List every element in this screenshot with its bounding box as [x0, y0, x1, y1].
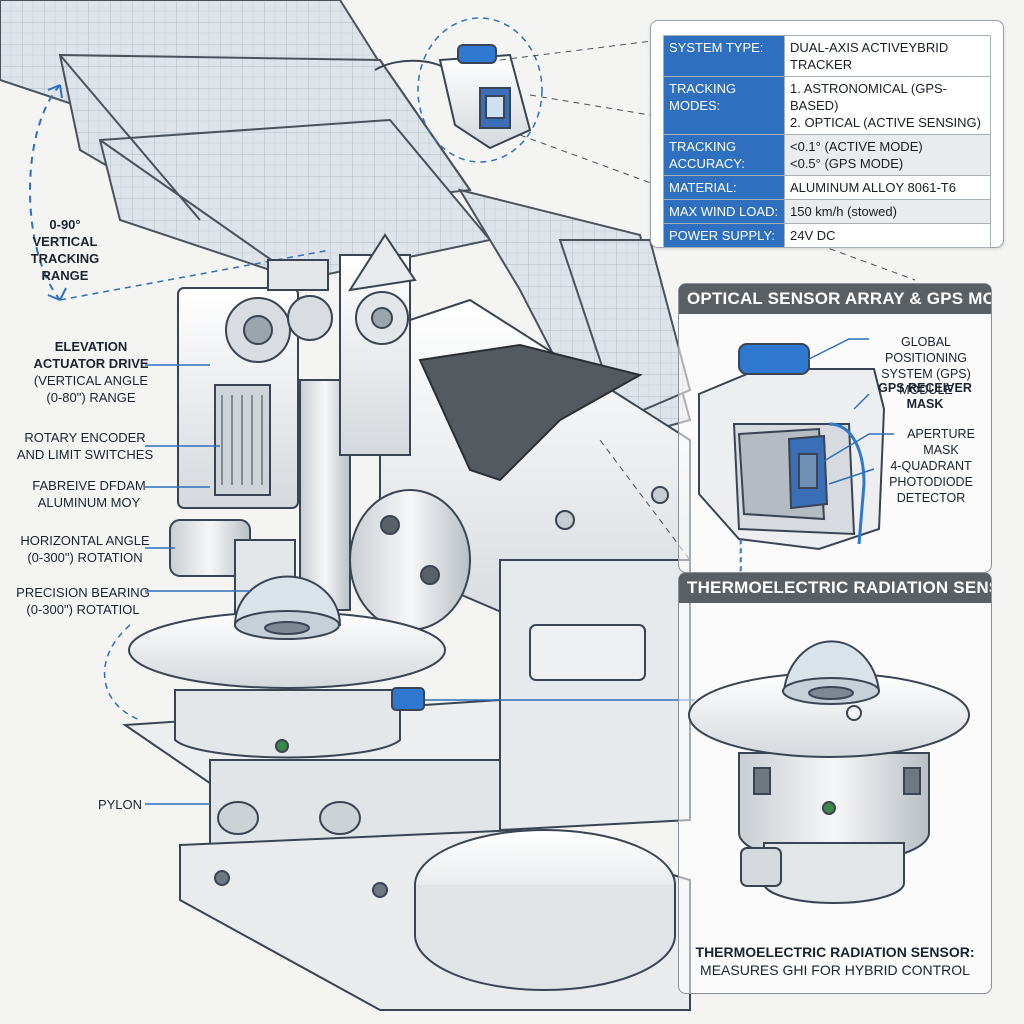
thermo-sensor-panel: THERMOELECTRIC RADIATION SENSOR THERMOEL… [678, 572, 992, 994]
gps-module-label: GLOBAL POSITIONING SYSTEM (GPS) MODULE [881, 335, 971, 397]
thermo-panel-title: THERMOELECTRIC RADIATION SENSOR [679, 573, 991, 603]
spec-row: TRACKING MODES: 1. ASTRONOMICAL (GPS-BAS… [663, 76, 991, 135]
spec-label: MAX WIND LOAD: [663, 199, 785, 224]
spec-value: 150 km/h (stowed) [784, 199, 991, 224]
gps-module-cutaway [698, 338, 894, 572]
aperture-mask-label: APERTURE MASK [907, 427, 975, 457]
rotary-encoder-label: ROTARY ENCODER AND LIMIT SWITCHES [16, 430, 154, 462]
spec-value: <0.1° (ACTIVE MODE)<0.5° (GPS MODE) [784, 134, 991, 176]
housing-material-label: FABREIVE DFDAM ALUMINUM MOY [32, 478, 146, 510]
pylon-label: PYLON [97, 797, 143, 812]
gps-unit-mounted [374, 44, 532, 150]
vertical-range-arc [29, 84, 61, 301]
spec-row: POWER SUPPLY: 24V DC [663, 223, 991, 248]
horizontal-angle-label: HORIZONTAL ANGLE (0-300") ROTATION [20, 533, 150, 565]
gps-receiver-mask-label: GPS RECEIVER MASK [878, 381, 972, 411]
vertical-range-label: 0-90° VERTICAL TRACKING RANGE [30, 217, 100, 283]
spec-row: MAX WIND LOAD: 150 km/h (stowed) [663, 199, 991, 224]
spec-value: 1. ASTRONOMICAL (GPS-BASED)2. OPTICAL (A… [784, 76, 991, 135]
tracker-body [349, 298, 691, 832]
radiation-sensor-detail [688, 640, 970, 904]
photodiode-detector-label: 4-QUADRANT PHOTODIODE DETECTOR [889, 459, 973, 505]
spec-label: TRACKING MODES: [663, 76, 785, 135]
optical-sensor-panel: OPTICAL SENSOR ARRAY & GPS MODULE GLOBAL… [678, 283, 992, 573]
spec-label: MATERIAL: [663, 175, 785, 200]
radiation-sensor-mounted [128, 575, 446, 759]
elevation-actuator [177, 233, 417, 611]
spec-label: SYSTEM TYPE: [663, 35, 785, 77]
spec-value: DUAL-AXIS ACTIVEYBRID TRACKER [784, 35, 991, 77]
spec-table-grid: SYSTEM TYPE: DUAL-AXIS ACTIVEYBRID TRACK… [663, 35, 991, 248]
spec-label: TRACKING ACCURACY: [663, 134, 785, 176]
elevation-actuator-label: ELEVATION ACTUATOR DRIVE (VERTICAL ANGLE… [33, 339, 149, 405]
spec-value: ALUMINUM ALLOY 8061-T6 [784, 175, 991, 200]
spec-value: 24V DC [784, 223, 991, 248]
spec-row: SYSTEM TYPE: DUAL-AXIS ACTIVEYBRID TRACK… [663, 35, 991, 77]
optical-panel-title: OPTICAL SENSOR ARRAY & GPS MODULE [679, 284, 991, 314]
spec-row: TRACKING ACCURACY: <0.1° (ACTIVE MODE)<0… [663, 134, 991, 176]
thermo-caption: THERMOELECTRIC RADIATION SENSOR: MEASURE… [695, 944, 975, 978]
spec-table: SYSTEM TYPE: DUAL-AXIS ACTIVEYBRID TRACK… [650, 20, 1004, 248]
solar-panel-array [0, 0, 692, 447]
spec-label: POWER SUPPLY: [663, 223, 785, 248]
precision-bearing-label: PRECISION BEARING (0-300") ROTATIOL [16, 585, 150, 617]
spec-row: MATERIAL: ALUMINUM ALLOY 8061-T6 [663, 175, 991, 200]
